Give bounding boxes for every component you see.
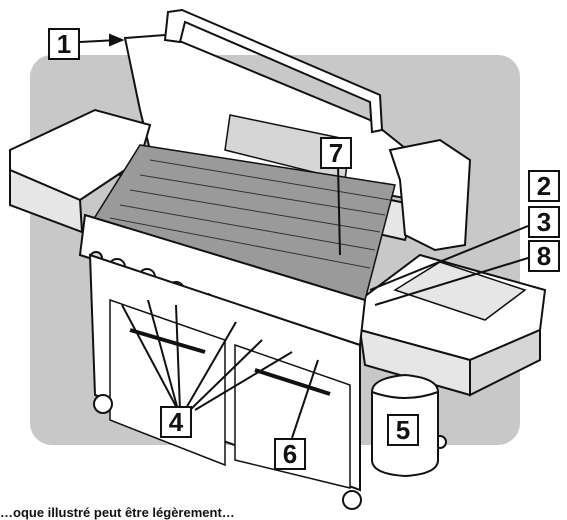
callout-7: 7 [320,137,352,169]
leader-line-4b [147,299,179,411]
leader-line-4e [189,339,263,411]
right-side-shelf [358,253,547,397]
leader-line-3 [369,225,529,291]
callout-3: 3 [528,206,560,238]
callout-2: 2 [528,170,560,202]
wheels [93,394,447,510]
wheel-icon [93,394,113,414]
right-lid-flap [388,138,472,252]
callout-1: 1 [48,28,80,60]
leader-line-4c [175,304,181,411]
leader-lines [79,33,529,439]
callout-4: 4 [160,406,192,438]
lid-handle [163,8,384,134]
leader-line-4f [194,351,293,411]
callout-8: 8 [528,240,560,272]
grill-cart [88,253,361,492]
leader-line-7 [337,164,341,256]
wheel-icon [342,490,362,510]
leader-line-8 [374,257,529,306]
callout-5: 5 [387,414,419,446]
figure-caption: …oque illustré peut être légèrement… [0,505,235,520]
callout-6: 6 [274,438,306,470]
leader-line-4d [184,321,237,411]
arrow-icon [109,33,125,47]
leader-line-4a [121,304,179,411]
leader-line-6 [291,359,319,439]
